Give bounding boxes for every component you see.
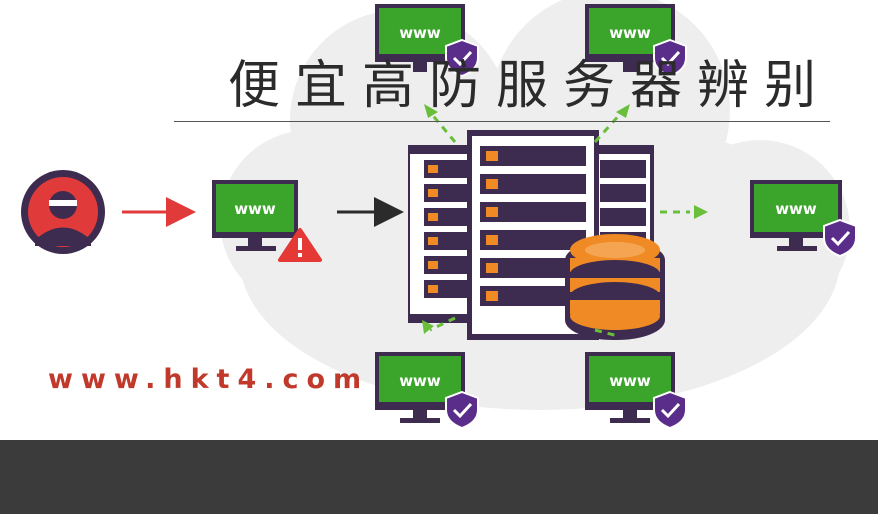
shield-check-icon bbox=[823, 218, 857, 258]
compromised-monitor: www bbox=[212, 180, 298, 251]
protected-traffic-arrows bbox=[428, 110, 690, 338]
site-watermark: www.hkt4.com bbox=[48, 364, 370, 395]
attacker-icon bbox=[21, 170, 105, 254]
monitor-label: www bbox=[399, 372, 441, 390]
protected-monitor-right: www bbox=[750, 180, 842, 251]
database-icon bbox=[565, 234, 665, 340]
monitor-label: www bbox=[609, 372, 651, 390]
monitor-label: www bbox=[399, 24, 441, 42]
server-rack-icon bbox=[408, 130, 654, 340]
shield-check-icon bbox=[653, 38, 687, 78]
arrow-heads bbox=[422, 104, 708, 334]
page-title: 便宜高防服务器辨别 bbox=[228, 56, 832, 116]
footer-band bbox=[0, 440, 878, 514]
shield-check-icon bbox=[653, 390, 687, 430]
shield-check-icon bbox=[445, 38, 479, 78]
ddos-illustration: www bbox=[21, 0, 857, 430]
shield-check-icon bbox=[445, 390, 479, 430]
monitor-label: www bbox=[775, 200, 817, 218]
monitor-label: www bbox=[609, 24, 651, 42]
title-underline bbox=[174, 121, 830, 122]
monitor-label: www bbox=[234, 200, 276, 218]
warning-icon bbox=[278, 228, 322, 262]
protected-monitor-top-right: www bbox=[585, 4, 675, 72]
